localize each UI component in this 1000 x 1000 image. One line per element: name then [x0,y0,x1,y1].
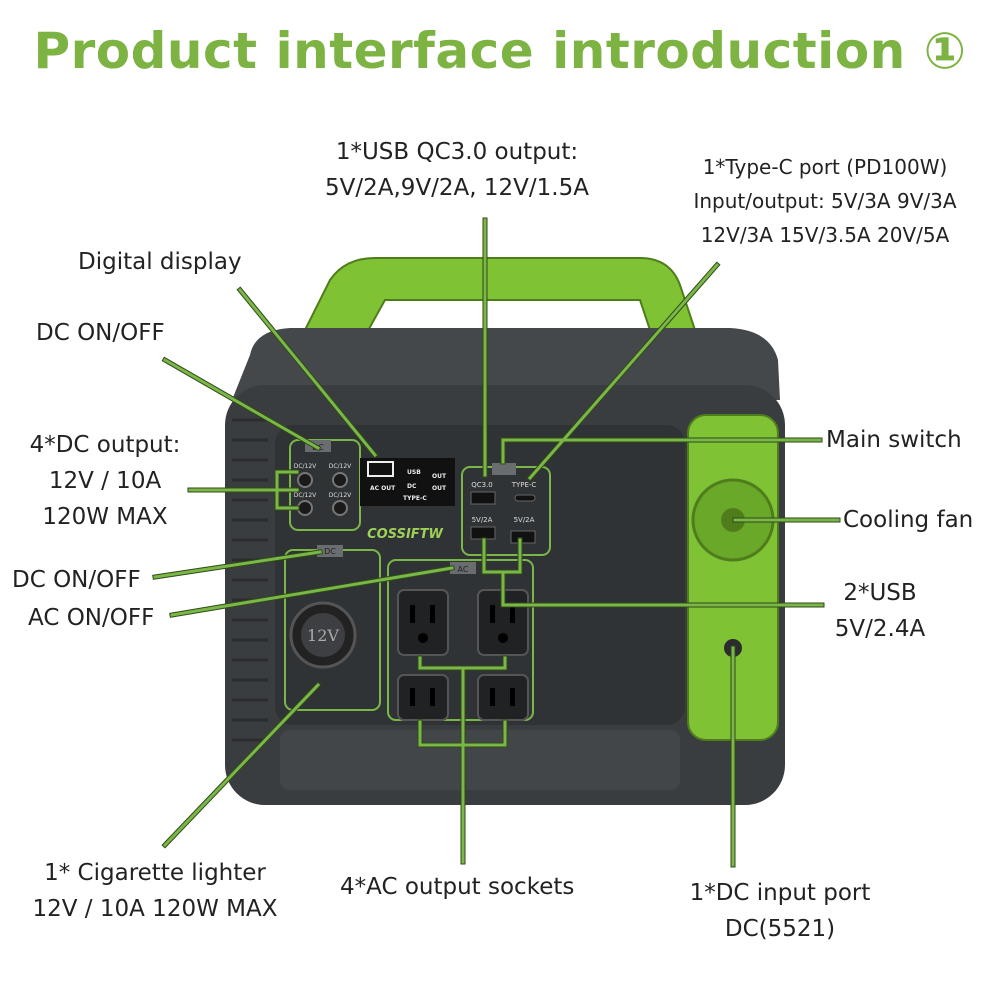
svg-text:DC: DC [324,547,336,556]
label-usb-qc: 1*USB QC3.0 output:5V/2A,9V/2A, 12V/1.5A [325,139,589,201]
svg-text:DC: DC [407,483,417,490]
usb-port [510,530,536,544]
svg-text:OUT: OUT [432,485,447,492]
usb-port [470,526,496,540]
brand-logo: COSSIFTW [367,527,443,542]
type-c-port [514,494,536,502]
svg-text:AC: AC [458,565,469,574]
usb-qc-port [470,491,496,505]
cooling-fan-panel [687,414,779,741]
page-title: Product interface introduction ① [33,22,967,80]
label-ac-sockets: 4*AC output sockets [340,874,575,900]
label-cooling-fan: Cooling fan [843,507,974,533]
leader-lines [152,217,841,868]
digital-display: USB DC TYPE-C OUT OUT AC OUT [360,458,455,506]
dc-output-ports [297,472,348,516]
label-ac-onoff: AC ON/OFF [28,605,155,631]
label-digital-display: Digital display [78,249,242,275]
svg-text:TYPE-C: TYPE-C [511,481,537,489]
label-type-c: 1*Type-C port (PD100W)Input/output: 5V/3… [693,155,957,247]
svg-text:DC/12V: DC/12V [329,492,352,499]
label-dc-onoff-top: DC ON/OFF [36,320,165,346]
svg-text:QC3.0: QC3.0 [471,481,493,489]
ac-button[interactable] [450,562,476,574]
label-dc-onoff: DC ON/OFF [12,567,141,593]
svg-text:AC OUT: AC OUT [370,485,396,492]
svg-text:5V/2A: 5V/2A [472,516,493,524]
svg-text:TYPE-C: TYPE-C [403,495,427,502]
svg-text:OUT: OUT [432,473,447,480]
main-switch-button[interactable] [492,463,516,475]
svg-text:5V/2A: 5V/2A [514,516,535,524]
cigarette-lighter-socket: 12V [289,601,357,669]
dc-button[interactable] [317,545,343,557]
label-main-switch: Main switch [826,427,962,453]
svg-text:DC/12V: DC/12V [294,492,317,499]
svg-text:USB: USB [407,469,421,476]
svg-text:DC/12V: DC/12V [294,463,317,470]
svg-text:DC/12V: DC/12V [329,463,352,470]
svg-text:12V: 12V [307,626,339,645]
